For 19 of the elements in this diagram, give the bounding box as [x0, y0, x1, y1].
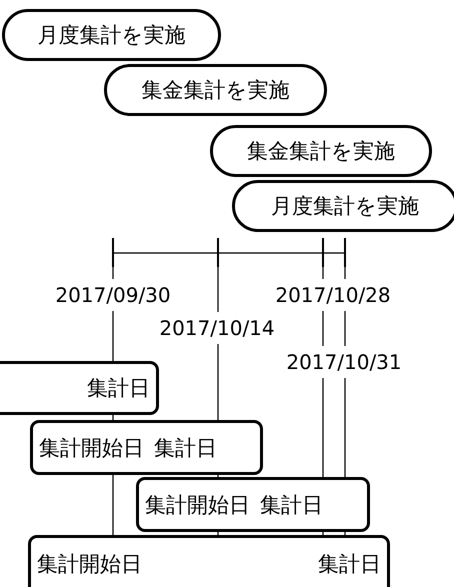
event-pill — [2, 9, 221, 61]
period-text: 集計日 — [87, 375, 150, 402]
period-box — [28, 535, 390, 587]
period-text: 集計開始日 — [39, 434, 144, 462]
period-box — [30, 420, 263, 475]
period-text: 集計日 — [154, 434, 217, 462]
period-text: 集計日 — [318, 551, 381, 578]
event-text: 月度集計を実施 — [271, 193, 419, 220]
event-text: 月度集計を実施 — [38, 22, 186, 49]
period-text: 集計日 — [260, 492, 323, 518]
event-pill — [232, 180, 454, 232]
period-box — [136, 477, 370, 532]
period-box — [0, 361, 159, 415]
event-pill — [210, 125, 432, 177]
event-text: 集金集計を実施 — [247, 138, 395, 165]
event-text: 集金集計を実施 — [142, 77, 290, 104]
event-pill — [104, 64, 327, 116]
period-text: 集計開始日 — [37, 551, 142, 578]
period-text: 集計開始日 — [145, 492, 250, 518]
